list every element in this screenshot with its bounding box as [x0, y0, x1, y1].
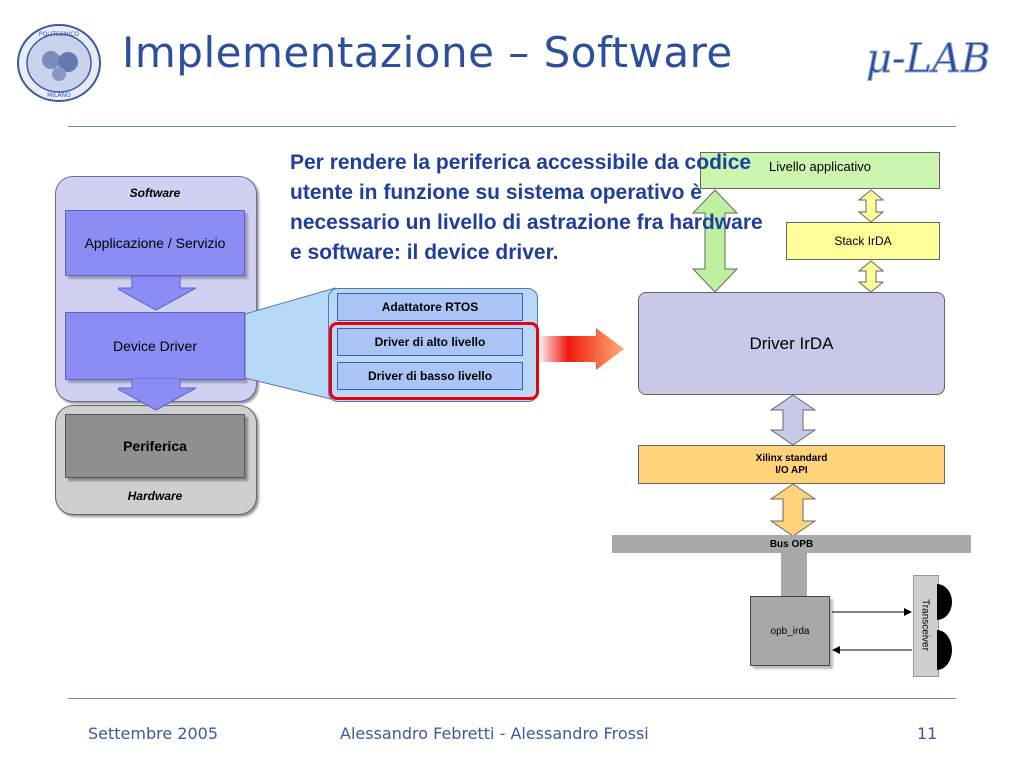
device-driver-box: Device Driver	[65, 312, 245, 380]
bus-opb-bar: Bus OPB	[612, 535, 971, 553]
periferica-box: Periferica	[65, 414, 245, 478]
xilinx-api-line1: Xilinx standard	[755, 452, 828, 464]
opb-irda-box: opb_irda	[750, 596, 830, 666]
seal-text-bottom: MILANO	[47, 92, 71, 99]
highlight-arrow	[538, 328, 624, 370]
yellow-double-arrow-top	[858, 189, 884, 223]
bottom-divider	[68, 698, 956, 699]
politecnico-seal-logo: POLITECNICO MILANO	[14, 22, 104, 104]
transceiver-lenses	[937, 584, 952, 670]
purple-double-arrow	[770, 394, 816, 446]
orange-double-arrow	[770, 483, 816, 537]
adattatore-rtos-box: Adattatore RTOS	[337, 293, 523, 321]
slide-title: Implementazione – Software	[122, 28, 733, 77]
transceiver-block	[913, 575, 939, 677]
seal-text-top: POLITECNICO	[39, 31, 80, 38]
xilinx-api-line2: I/O API	[775, 464, 808, 476]
app-service-box: Applicazione / Servizio	[65, 210, 245, 276]
highlight-frame	[329, 322, 539, 400]
body-line-1: Per rendere la periferica accessibile da…	[290, 151, 752, 174]
footer-date: Settembre 2005	[88, 724, 219, 743]
expansion-wedge	[245, 287, 336, 401]
top-divider	[68, 126, 956, 127]
hardware-label: Hardware	[127, 489, 183, 503]
bus-opb-stub	[781, 553, 807, 598]
livello-applicativo-box: Livello applicativo	[700, 152, 940, 189]
footer-page-number: 11	[917, 724, 938, 743]
driver-irda-box: Driver IrDA	[638, 292, 945, 395]
xilinx-api-box: Xilinx standard I/O API	[638, 445, 945, 484]
down-arrow-driver-periph	[118, 378, 197, 411]
stack-irda-box: Stack IrDA	[786, 222, 940, 260]
driver-alto-livello-box: Driver di alto livello	[337, 328, 523, 356]
transceiver-label: Transceiver	[919, 599, 931, 651]
body-line-3: necessario un livello di astrazione fra …	[290, 211, 763, 234]
signal-arrows	[832, 608, 912, 654]
slide-body-text: Per rendere la periferica accessibile da…	[290, 148, 950, 268]
software-label: Software	[129, 186, 181, 200]
mu-lab-logo: μ-LAB	[862, 34, 1012, 84]
body-line-2: utente in funzione su sistema operativo …	[290, 181, 702, 204]
footer-authors: Alessandro Febretti - Alessandro Frossi	[340, 724, 649, 743]
down-arrow-app-driver	[118, 276, 197, 311]
body-line-4: e software: il device driver.	[290, 241, 559, 264]
mu-lab-logo-text: μ-LAB	[866, 36, 990, 82]
driver-basso-livello-box: Driver di basso livello	[337, 362, 523, 390]
